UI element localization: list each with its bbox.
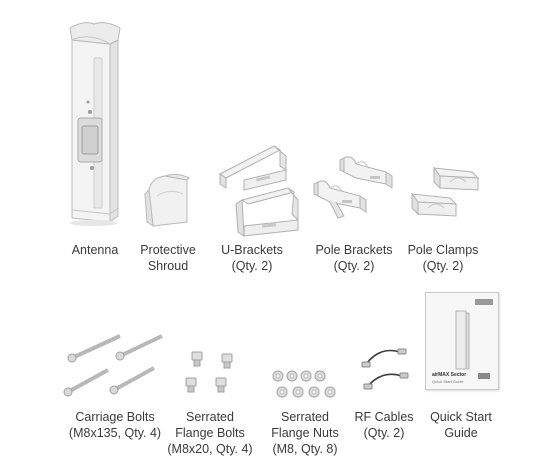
guide-subtitle: Quick Start Guide [432,379,464,384]
carriage-bolts-image [63,334,163,397]
u-brackets-label: U-Brackets (Qty. 2) [221,243,283,273]
pole-brackets-image [313,156,393,219]
protective-shroud-image [144,173,190,228]
antenna-image [69,22,121,226]
pole-clamps-image [410,166,480,217]
protective-shroud-label: Protective Shroud [140,243,196,273]
flange-bolts-label: Serrated Flange Bolts (M8x20, Qty. 4) [167,410,253,456]
flange-nuts-image [272,370,336,398]
carriage-bolts-label: Carriage Bolts (M8x135, Qty. 4) [68,410,162,440]
rf-cables-label: RF Cables (Qty. 2) [354,410,414,440]
quick-start-guide-label: Quick Start Guide [430,410,492,440]
antenna-label: Antenna [71,243,119,257]
rf-cables-image [361,348,409,390]
flange-nuts-label: Serrated Flange Nuts (M8, Qty. 8) [271,410,339,456]
pole-brackets-label: Pole Brackets (Qty. 2) [315,243,393,273]
pole-clamps-label: Pole Clamps (Qty. 2) [407,243,479,273]
guide-logo-icon [475,299,493,305]
guide-badge [478,373,490,379]
guide-brand: airMAX Sector [432,372,467,378]
quick-start-guide-image: airMAX Sector Quick Start Guide [425,292,499,390]
guide-antenna-icon [455,310,470,370]
flange-bolts-image [185,351,233,393]
u-brackets-image [219,145,299,237]
